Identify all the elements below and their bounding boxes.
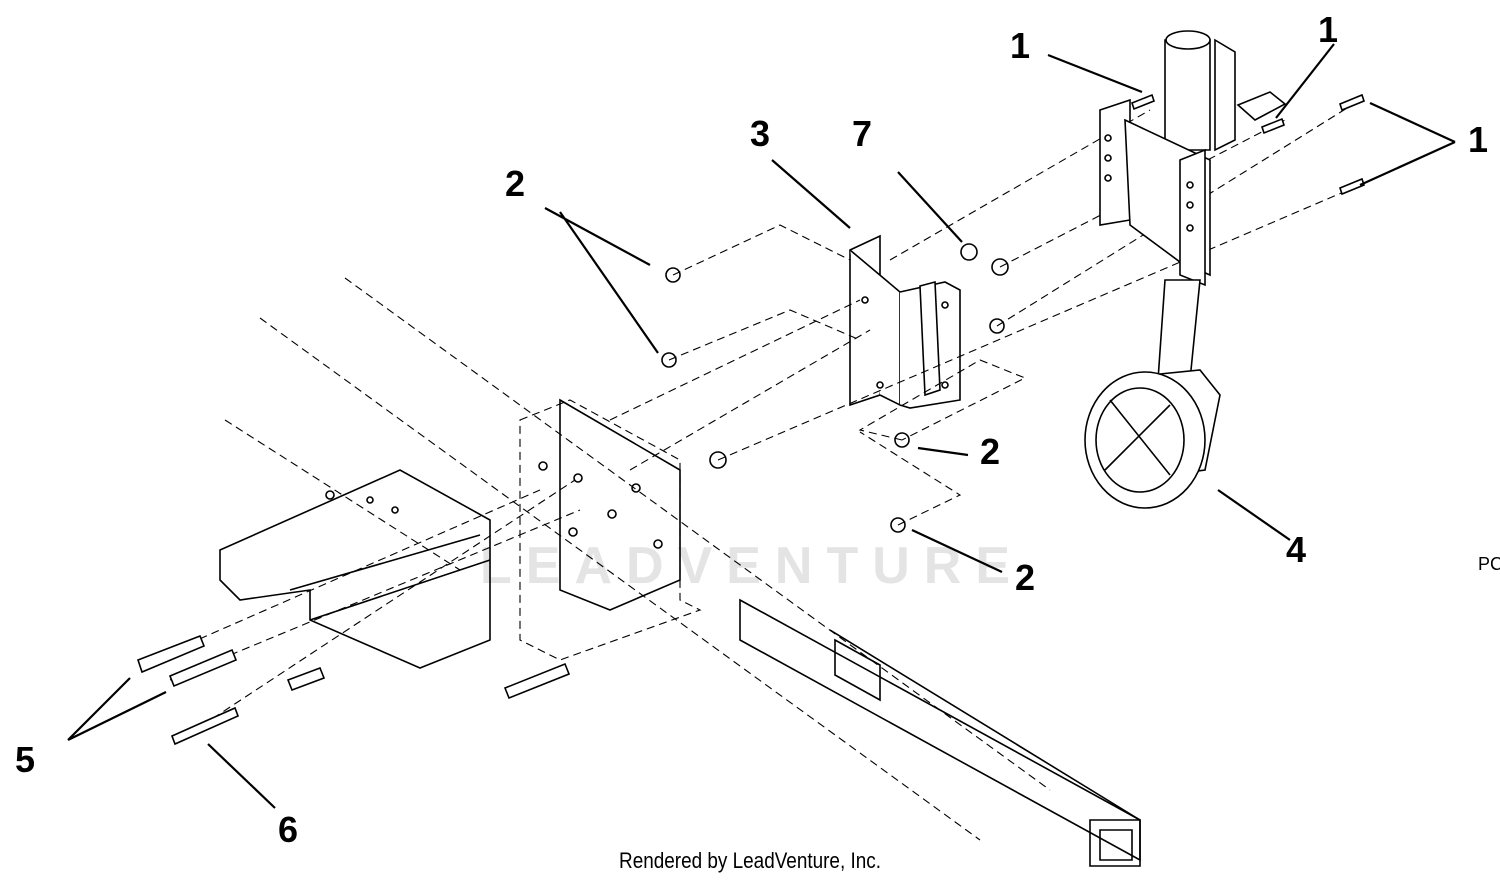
callout-1-right: 1	[1468, 119, 1488, 160]
hitch-pin	[170, 666, 326, 746]
bolt	[1131, 93, 1365, 196]
callout-leaders	[67, 43, 1456, 809]
callout-2-left: 2	[505, 163, 525, 204]
callout-labels: 1 1 1 2 2 2 3 7 4 5 6	[15, 9, 1488, 850]
callout-6: 6	[278, 809, 298, 850]
cropped-edge-text: PC	[1478, 554, 1500, 574]
tongue-jack	[1084, 30, 1287, 509]
callout-1-top-right: 1	[1318, 9, 1338, 50]
callout-2-lower: 2	[1015, 557, 1035, 598]
callout-2-mid: 2	[980, 431, 1000, 472]
credit-line: Rendered by LeadVenture, Inc.	[619, 848, 881, 873]
tongue-beam-end	[739, 598, 1141, 867]
watermark: LEADVENTURE	[480, 537, 1025, 595]
callout-5: 5	[15, 739, 35, 780]
mounting-plate	[519, 398, 702, 661]
tongue-beam	[224, 277, 1051, 841]
callout-3: 3	[750, 113, 770, 154]
jack-mount-bracket	[849, 234, 961, 409]
callout-4: 4	[1286, 529, 1306, 570]
hitch-frame	[219, 469, 491, 669]
callout-1-top: 1	[1010, 25, 1030, 66]
hitch-bolt	[136, 634, 571, 700]
callout-7: 7	[852, 113, 872, 154]
